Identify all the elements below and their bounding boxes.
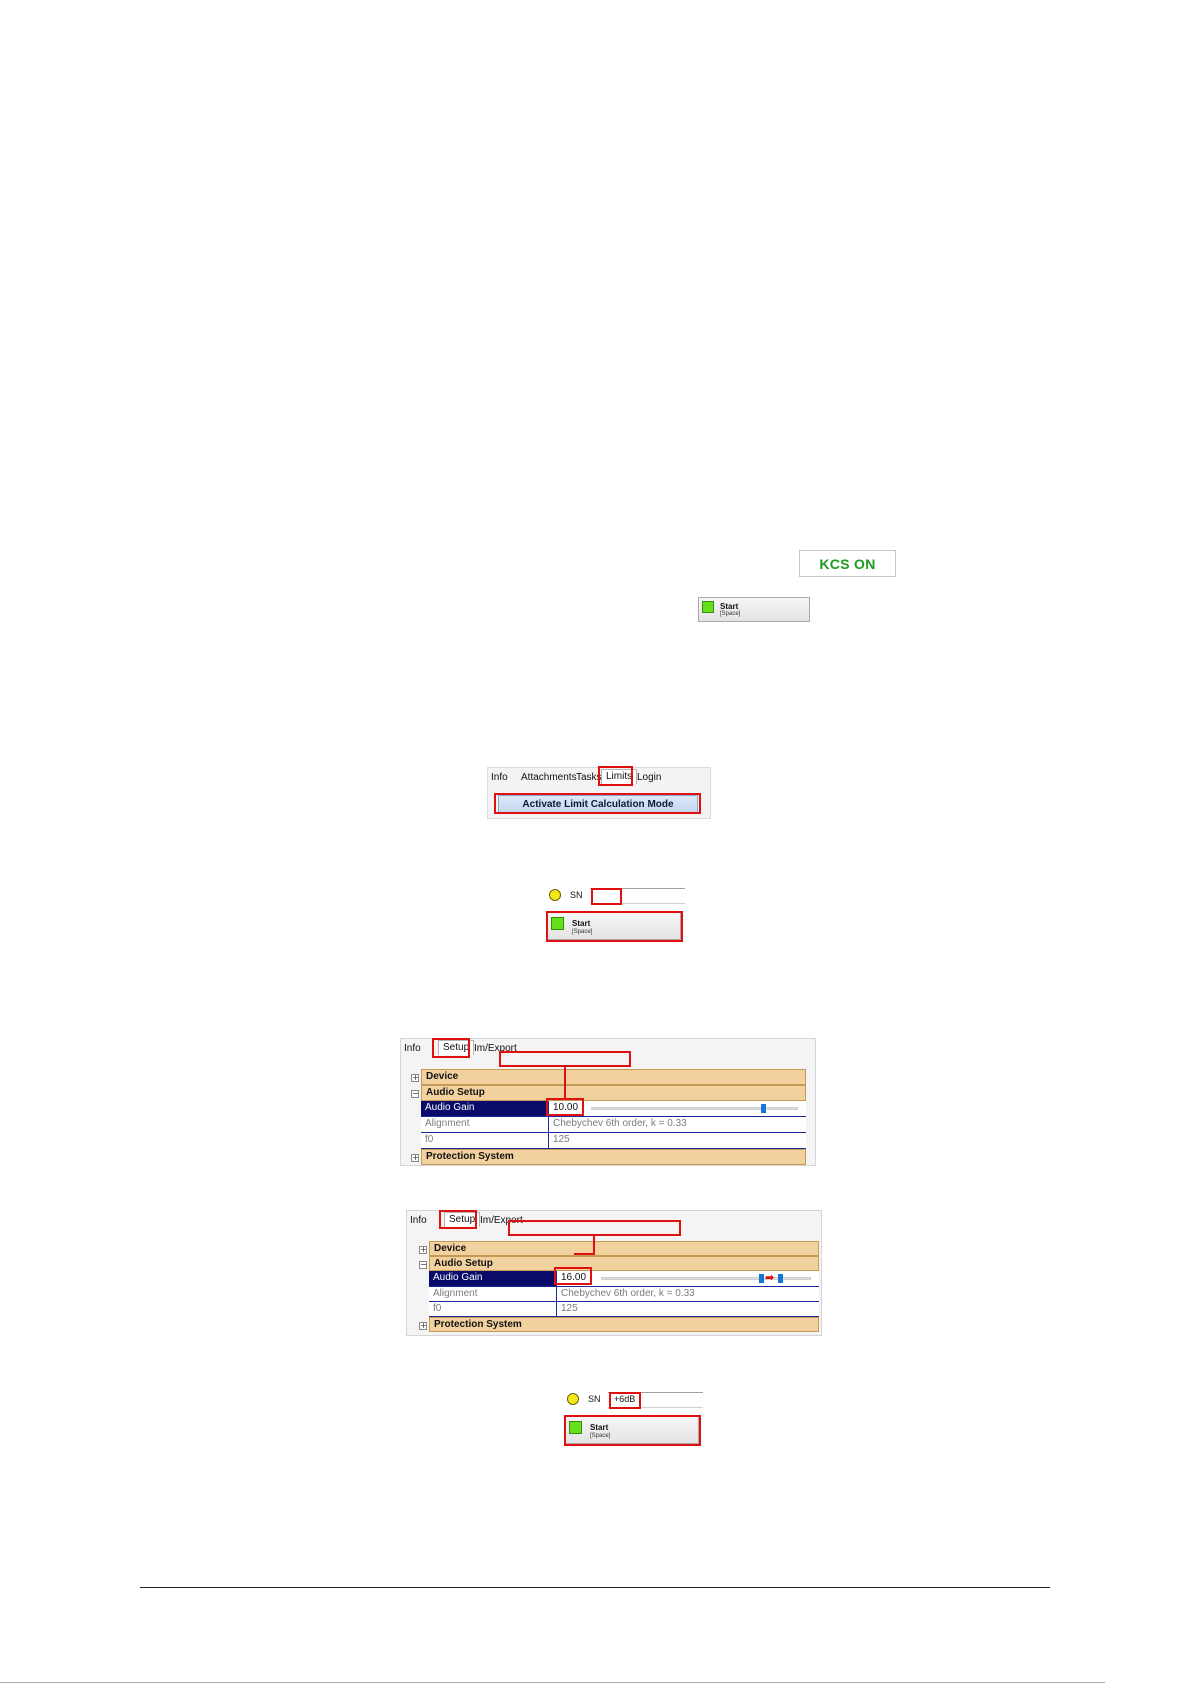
start-lamp-icon (569, 1421, 582, 1434)
property-value[interactable]: Chebychev 6th order, k = 0.33 (556, 1287, 819, 1301)
tab-im-export[interactable]: Im/Export (480, 1215, 523, 1226)
tab-attachments[interactable]: Attachments (521, 772, 577, 783)
expand-device-icon[interactable]: + (411, 1073, 419, 1082)
tab-setup[interactable]: Setup (444, 1212, 481, 1227)
tab-tasks[interactable]: Tasks (576, 772, 602, 783)
kcs-status-label: KCS ON (819, 555, 876, 572)
property-audio-gain[interactable]: Audio Gain 10.00 (421, 1101, 806, 1117)
highlight-setup-tab (432, 1038, 470, 1058)
category-device[interactable]: Device (429, 1241, 819, 1256)
sn-status-lamp-icon (549, 889, 561, 901)
page-bottom-edge (0, 1682, 1105, 1683)
tab-info[interactable]: Info (410, 1215, 427, 1226)
expand-protection-system-icon[interactable]: + (419, 1321, 427, 1330)
expand-device-icon[interactable]: + (419, 1245, 427, 1254)
property-value[interactable]: Chebychev 6th order, k = 0.33 (548, 1117, 806, 1132)
audio-gain-slider[interactable] (591, 1107, 798, 1110)
highlight-sn-input (591, 888, 622, 905)
highlight-start-button (564, 1415, 701, 1446)
start-shortcut: [Space] (572, 929, 593, 935)
sn-status-lamp-icon (567, 1393, 579, 1405)
highlight-audio-gain-value (554, 1267, 592, 1285)
audio-gain-slider-thumb-old (759, 1274, 764, 1283)
tab-im-export[interactable]: Im/Export (474, 1043, 517, 1054)
category-device[interactable]: Device (421, 1069, 806, 1085)
start-shortcut: [Space] (720, 611, 741, 617)
footer-rule (140, 1587, 1050, 1588)
start-button[interactable]: Start [Space] (698, 597, 810, 622)
property-value[interactable]: 125 (556, 1302, 819, 1316)
arrow-right-icon: ➡ (765, 1271, 775, 1284)
activate-limit-calculation-label: Activate Limit Calculation Mode (522, 798, 674, 810)
property-alignment[interactable]: Alignment Chebychev 6th order, k = 0.33 (421, 1117, 806, 1133)
property-f0[interactable]: f0 125 (421, 1133, 806, 1149)
highlight-start-button (546, 911, 683, 942)
audio-gain-slider-thumb[interactable] (761, 1104, 766, 1113)
tab-limits[interactable]: Limits (601, 769, 638, 784)
category-protection-system[interactable]: Protection System (429, 1317, 819, 1332)
collapse-audio-setup-icon[interactable]: − (419, 1260, 427, 1269)
highlight-activate-button (494, 793, 701, 814)
highlight-sn-input (609, 1392, 641, 1409)
start-label: Start (572, 919, 591, 928)
start-shortcut: [Space] (590, 1433, 611, 1439)
property-name: Alignment (425, 1118, 470, 1129)
category-audio-setup[interactable]: Audio Setup (421, 1085, 806, 1101)
property-audio-gain[interactable]: Audio Gain 16.00 ➡ (429, 1271, 819, 1287)
sn-input[interactable] (590, 888, 685, 904)
tab-info[interactable]: Info (491, 772, 508, 783)
highlight-setup-tab (439, 1210, 477, 1229)
kcs-status-indicator: KCS ON (799, 550, 896, 577)
start-label: Start (720, 602, 739, 611)
property-value[interactable]: 125 (548, 1133, 806, 1148)
sn-label: SN (570, 890, 583, 900)
annotation-connector (593, 1235, 595, 1254)
property-alignment[interactable]: Alignment Chebychev 6th order, k = 0.33 (429, 1287, 819, 1302)
audio-gain-slider-thumb[interactable] (778, 1274, 783, 1283)
audio-gain-slider[interactable] (601, 1277, 811, 1280)
expand-protection-system-icon[interactable]: + (411, 1153, 419, 1162)
sn-input-value: +6dB (614, 1394, 636, 1404)
tab-info[interactable]: Info (404, 1043, 421, 1054)
highlight-audio-gain-value (546, 1098, 584, 1116)
collapse-audio-setup-icon[interactable]: − (411, 1089, 419, 1098)
category-protection-system[interactable]: Protection System (421, 1149, 806, 1165)
property-name: f0 (433, 1303, 442, 1314)
property-name: Audio Gain (421, 1101, 548, 1116)
start-lamp-icon (702, 601, 714, 613)
annotation-connector (574, 1253, 595, 1255)
tab-setup[interactable]: Setup (438, 1040, 475, 1055)
property-f0[interactable]: f0 125 (429, 1302, 819, 1317)
highlight-tab-area (508, 1220, 681, 1236)
property-name: Audio Gain (429, 1271, 556, 1286)
setup-panel: Info Setup Im/Export + Device − Audio Se… (400, 1038, 816, 1166)
tab-login[interactable]: Login (637, 772, 662, 783)
property-name: Alignment (433, 1288, 478, 1299)
setup-panel: Info Setup Im/Export + Device − Audio Se… (406, 1210, 822, 1336)
audio-gain-value[interactable]: 10.00 (548, 1101, 806, 1116)
sn-label: SN (588, 1394, 601, 1404)
property-name: f0 (425, 1134, 434, 1145)
audio-gain-value[interactable]: 16.00 (556, 1271, 819, 1286)
highlight-tab-area (499, 1051, 631, 1067)
start-label: Start (590, 1423, 609, 1432)
highlight-limits-tab (598, 766, 633, 786)
category-audio-setup[interactable]: Audio Setup (429, 1256, 819, 1271)
sn-input[interactable]: +6dB (608, 1392, 703, 1408)
start-lamp-icon (551, 917, 564, 930)
annotation-connector (564, 1066, 566, 1100)
